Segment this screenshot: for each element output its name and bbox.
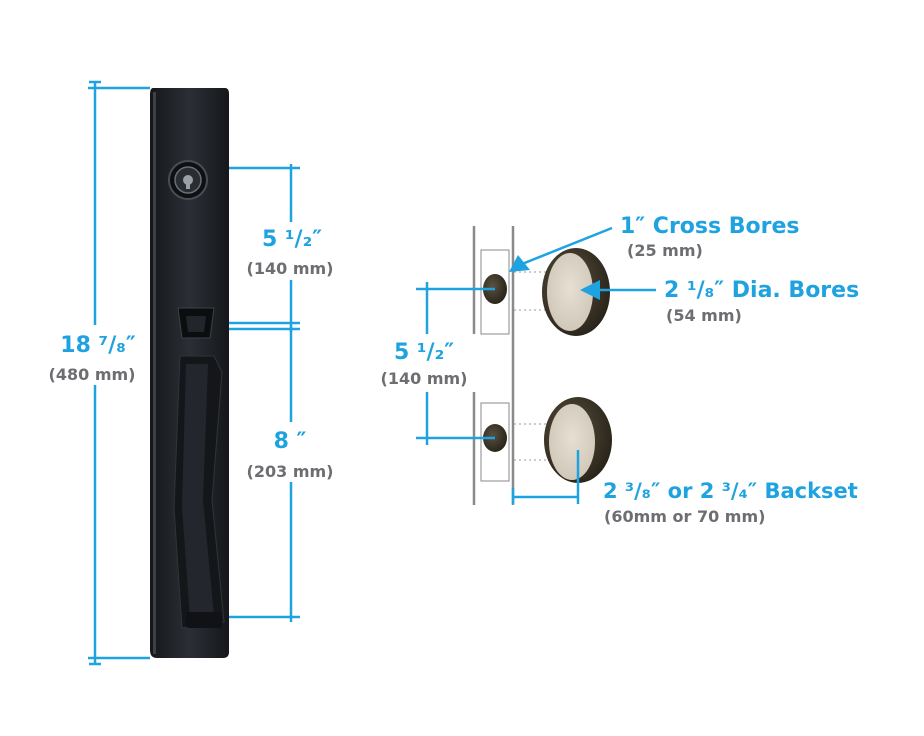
upper-face-bore [542,248,610,336]
backset-dimension: 2 ³/₈″ or 2 ³/₄″ Backset (60mm or 70 mm) [511,450,858,526]
handleset [150,88,229,658]
overall-height-value: 18 ⁷/₈″ [60,333,136,358]
overall-height-metric: (480 mm) [49,365,136,384]
bore-spacing-dimension: 5 ¹/₂″ (140 mm) [372,282,495,445]
key-to-thumb-value: 5 ¹/₂″ [262,227,322,252]
grip-handle [173,355,225,629]
key-cylinder-icon [168,160,208,200]
bore-spacing-value: 5 ¹/₂″ [394,340,454,365]
thumb-to-bottom-metric: (203 mm) [247,462,334,481]
cross-bores-metric: (25 mm) [627,241,703,260]
overall-height-dimension: 18 ⁷/₈″ (480 mm) [49,80,150,666]
dia-bores-label: 2 ¹/₈″ Dia. Bores [664,278,859,303]
thumb-latch-icon [177,307,215,339]
key-to-thumb-metric: (140 mm) [247,259,334,278]
door-edge [472,226,515,505]
bore-spacing-metric: (140 mm) [381,369,468,388]
dia-bores-metric: (54 mm) [666,306,742,325]
thumb-to-bottom-value: 8 ″ [274,429,307,454]
lower-face-bore [544,397,612,483]
cross-bores-callout: 1″ Cross Bores (25 mm) [509,214,800,272]
backset-metric: (60mm or 70 mm) [604,507,765,526]
plate-highlight [153,92,156,654]
thumb-to-bottom-dimension: 8 ″ (203 mm) [229,326,344,622]
dia-bores-callout: 2 ¹/₈″ Dia. Bores (54 mm) [580,278,859,325]
cross-bores-label: 1″ Cross Bores [620,214,800,239]
key-to-thumb-dimension: 5 ¹/₂″ (140 mm) [229,164,344,332]
backset-label: 2 ³/₈″ or 2 ³/₄″ Backset [603,479,858,503]
